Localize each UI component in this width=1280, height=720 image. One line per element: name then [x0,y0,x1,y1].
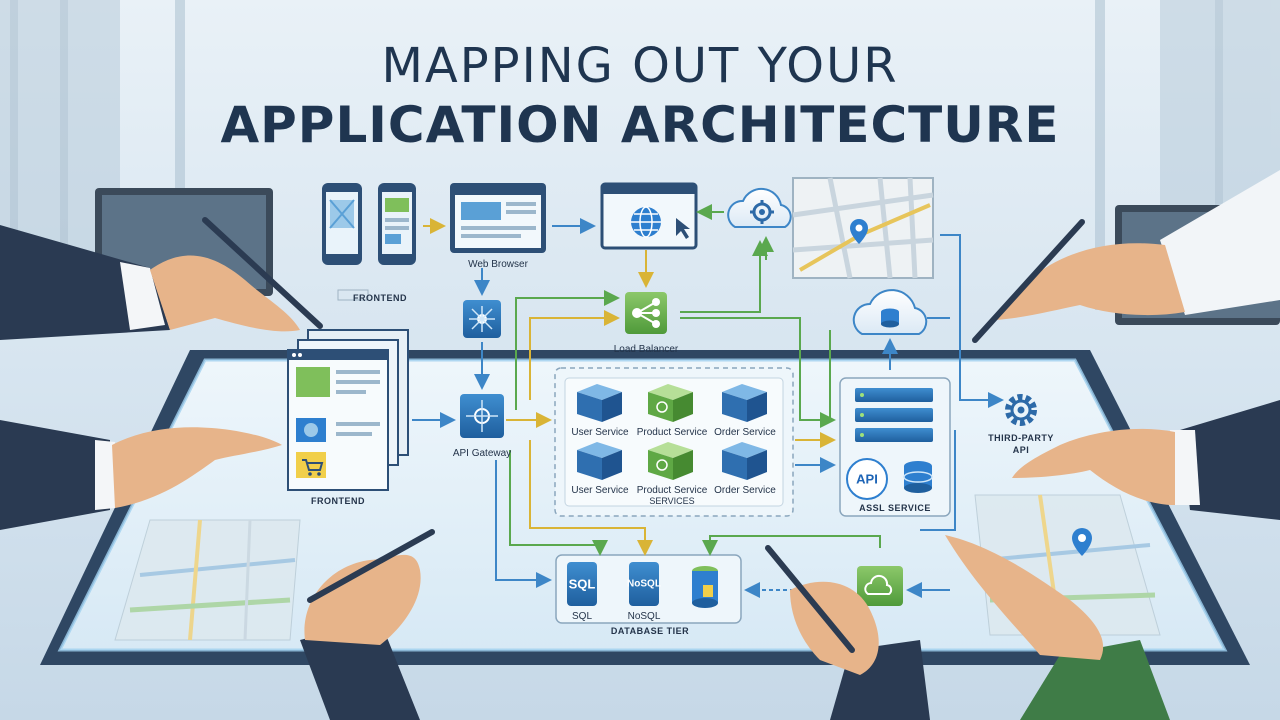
globe-browser-icon [600,182,698,250]
hand-icon [0,217,323,340]
user-service-label: User Service [571,427,629,438]
gateway-icon-top [463,300,501,338]
gear-icon [750,200,774,224]
user-service-label: User Service [571,485,629,496]
web-browser-icon [450,183,546,253]
hand-icon [1012,400,1280,520]
assl-service-label: ASSL SERVICE [859,503,931,513]
hand-icon [0,420,282,530]
load-balancer-icon [625,292,667,334]
nosql-badge-text: NoSQL [627,578,661,590]
nosql-db-icon [629,562,659,606]
pen-icon [202,217,323,329]
globe-icon [631,206,661,238]
mobile-device-icon [322,183,416,265]
sql-label: SQL [571,611,593,622]
title-line-1: MAPPING OUT YOUR [381,38,899,94]
third-party-label-2: API [1012,445,1030,455]
pen-icon [972,219,1085,343]
table-map-left [114,519,301,641]
cloud-database-icon [852,289,928,335]
hand-icon [300,529,435,720]
server-icon [855,388,933,442]
web-browser-label: Web Browser [468,259,528,270]
service-cubes [577,384,767,480]
product-service-label: Product Service [636,427,708,438]
map-pin-icon [1072,528,1092,556]
sql-badge-text: SQL [568,576,596,592]
sql-db-icon [567,562,597,606]
pen-icon [765,545,855,653]
third-party-label-1: THIRD-PARTY [988,433,1054,443]
services-label: SERVICES [649,496,695,506]
assl-service-panel [839,377,951,517]
frontend-label-top: FRONTEND [353,293,407,303]
share-nodes-icon [632,298,660,328]
hand-icon [765,545,930,720]
hand-icon [972,170,1280,343]
frontend-window [287,329,409,491]
title-line-2: APPLICATION ARCHITECTURE [220,96,1060,154]
api-badge [846,458,888,500]
cloud-monitor-icon [857,566,903,606]
hand-icon [945,535,1170,720]
api-gateway-label: API Gateway [452,448,512,459]
database-icon [692,566,718,608]
product-service-label: Product Service [636,485,708,496]
database-tier-label: DATABASE TIER [610,626,690,636]
load-balancer-label: Load Balancer [613,344,679,355]
order-service-label: Order Service [714,485,776,496]
order-service-label: Order Service [714,427,776,438]
api-gateway-icon [460,394,504,438]
frontend-label-bottom: FRONTEND [311,496,365,506]
map-panel [792,177,934,279]
database-icon [903,461,933,493]
api-badge-text: API [856,471,878,487]
frontend-panel-top [337,289,369,301]
gear-icon [1005,394,1037,426]
pen-icon [307,529,435,603]
nosql-label: NoSQL [627,611,661,622]
database-tier-panel [555,554,742,624]
cloud-gear-icon [727,187,792,228]
cursor-icon [676,218,690,239]
database-icon [881,308,899,328]
